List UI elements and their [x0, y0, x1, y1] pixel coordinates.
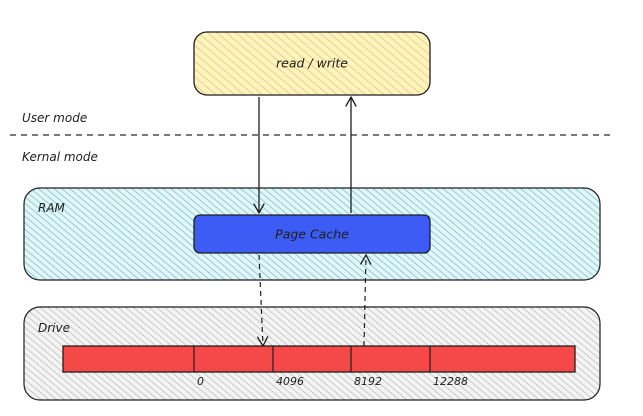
syscall-box-hatch — [194, 32, 430, 95]
ram-label: RAM — [38, 201, 66, 215]
user-mode-label: User mode — [22, 111, 87, 125]
syscall-box: read / write — [193, 31, 431, 96]
page-cache-label: Page Cache — [275, 227, 349, 242]
load-arrow-to-cache — [360, 254, 372, 347]
drive-region-border — [23, 306, 601, 401]
offset-label: 12288 — [433, 375, 468, 388]
kernel-mode-label: Kernal mode — [22, 150, 98, 164]
page-cache-fill — [193, 214, 431, 254]
flush-arrow-to-drive — [256, 254, 269, 347]
syscall-label: read / write — [276, 56, 348, 71]
syscall-box-border — [193, 31, 431, 96]
ram-region-border — [23, 187, 601, 281]
drive-block-strip: 0 4096 8192 12288 — [62, 345, 576, 388]
drive-strip-outline — [62, 345, 576, 373]
offset-label: 4096 — [276, 375, 304, 388]
page-cache-box: Page Cache — [193, 214, 431, 254]
offset-label: 0 — [197, 375, 204, 388]
drive-block — [429, 345, 576, 373]
offset-label: 8192 — [354, 375, 382, 388]
drive-label: Drive — [38, 321, 70, 335]
